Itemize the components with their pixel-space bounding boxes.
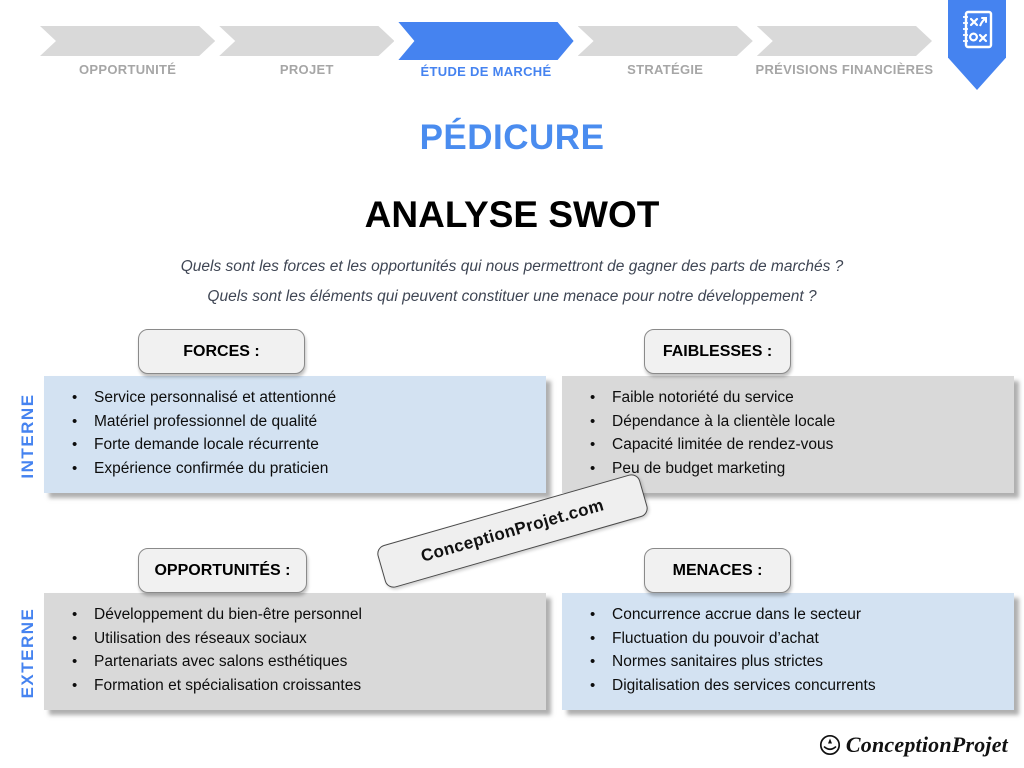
- bullet-item: Dépendance à la clientèle locale: [590, 410, 1006, 434]
- opportunites-box: Développement du bien-être personnelUtil…: [44, 593, 546, 710]
- bullet-item: Fluctuation du pouvoir d’achat: [590, 627, 1006, 651]
- step-strategie[interactable]: STRATÉGIE: [578, 18, 753, 78]
- chevron-shape: [40, 26, 215, 56]
- bullet-item: Peu de budget marketing: [590, 457, 1006, 481]
- bullet-item: Forte demande locale récurrente: [72, 433, 538, 457]
- bullet-item: Expérience confirmée du praticien: [72, 457, 538, 481]
- bullet-item: Développement du bien-être personnel: [72, 603, 538, 627]
- page-title: PÉDICURE: [419, 118, 605, 157]
- chevron-shape: [757, 26, 932, 56]
- chevron-shape: [219, 26, 394, 56]
- question-line-2: Quels sont les éléments qui peuvent cons…: [207, 288, 817, 305]
- bullet-item: Formation et spécialisation croissantes: [72, 674, 538, 698]
- question-line-1: Quels sont les forces et les opportunité…: [180, 258, 844, 275]
- interne-axis-label: INTERNE: [18, 393, 37, 479]
- forces-header: FORCES :: [138, 329, 305, 374]
- chevron-shape: [578, 26, 753, 56]
- step-label: PROJET: [279, 62, 334, 77]
- bullet-item: Faible notoriété du service: [590, 386, 1006, 410]
- menaces-list: Concurrence accrue dans le secteurFluctu…: [562, 593, 1014, 697]
- bullet-item: Utilisation des réseaux sociaux: [72, 627, 538, 651]
- strategy-board-icon: [963, 10, 993, 49]
- ribbon-bookmark: [948, 0, 1006, 90]
- menaces-header: MENACES :: [644, 548, 791, 593]
- step-etude-de-marche-active[interactable]: ÉTUDE DE MARCHÉ: [398, 18, 573, 79]
- bullet-item: Concurrence accrue dans le secteur: [590, 603, 1006, 627]
- step-label: ÉTUDE DE MARCHÉ: [420, 64, 552, 79]
- step-previsions-financieres[interactable]: PRÉVISIONS FINANCIÈRES: [756, 18, 933, 78]
- externe-axis-label: EXTERNE: [18, 607, 37, 699]
- chevron-shape: [398, 22, 573, 60]
- step-projet[interactable]: PROJET: [219, 18, 394, 78]
- faiblesses-list: Faible notoriété du serviceDépendance à …: [562, 376, 1014, 480]
- page-subtitle: ANALYSE SWOT: [364, 194, 660, 235]
- step-label: OPPORTUNITÉ: [79, 62, 177, 77]
- step-label: PRÉVISIONS FINANCIÈRES: [755, 62, 934, 77]
- bullet-item: Service personnalisé et attentionné: [72, 386, 538, 410]
- bullet-item: Partenariats avec salons esthétiques: [72, 650, 538, 674]
- menaces-box: Concurrence accrue dans le secteurFluctu…: [562, 593, 1014, 710]
- faiblesses-header: FAIBLESSES :: [644, 329, 791, 374]
- process-bar: OPPORTUNITÉ PROJET ÉTUDE DE MARCHÉ STRAT…: [40, 18, 936, 79]
- bullet-item: Capacité limitée de rendez-vous: [590, 433, 1006, 457]
- opportunites-list: Développement du bien-être personnelUtil…: [44, 593, 546, 697]
- faiblesses-box: Faible notoriété du serviceDépendance à …: [562, 376, 1014, 493]
- step-label: STRATÉGIE: [627, 62, 704, 77]
- bullet-item: Normes sanitaires plus strictes: [590, 650, 1006, 674]
- footer-logo-text: ConceptionProjet: [845, 732, 1008, 757]
- forces-box: Service personnalisé et attentionnéMatér…: [44, 376, 546, 493]
- bullet-item: Matériel professionnel de qualité: [72, 410, 538, 434]
- step-opportunite[interactable]: OPPORTUNITÉ: [40, 18, 215, 78]
- forces-list: Service personnalisé et attentionnéMatér…: [44, 376, 546, 480]
- footer-logo: ConceptionProjet: [819, 732, 1008, 758]
- hand-rocket-logo-icon: [819, 734, 840, 756]
- opportunites-header: OPPORTUNITÉS :: [138, 548, 307, 593]
- bullet-item: Digitalisation des services concurrents: [590, 674, 1006, 698]
